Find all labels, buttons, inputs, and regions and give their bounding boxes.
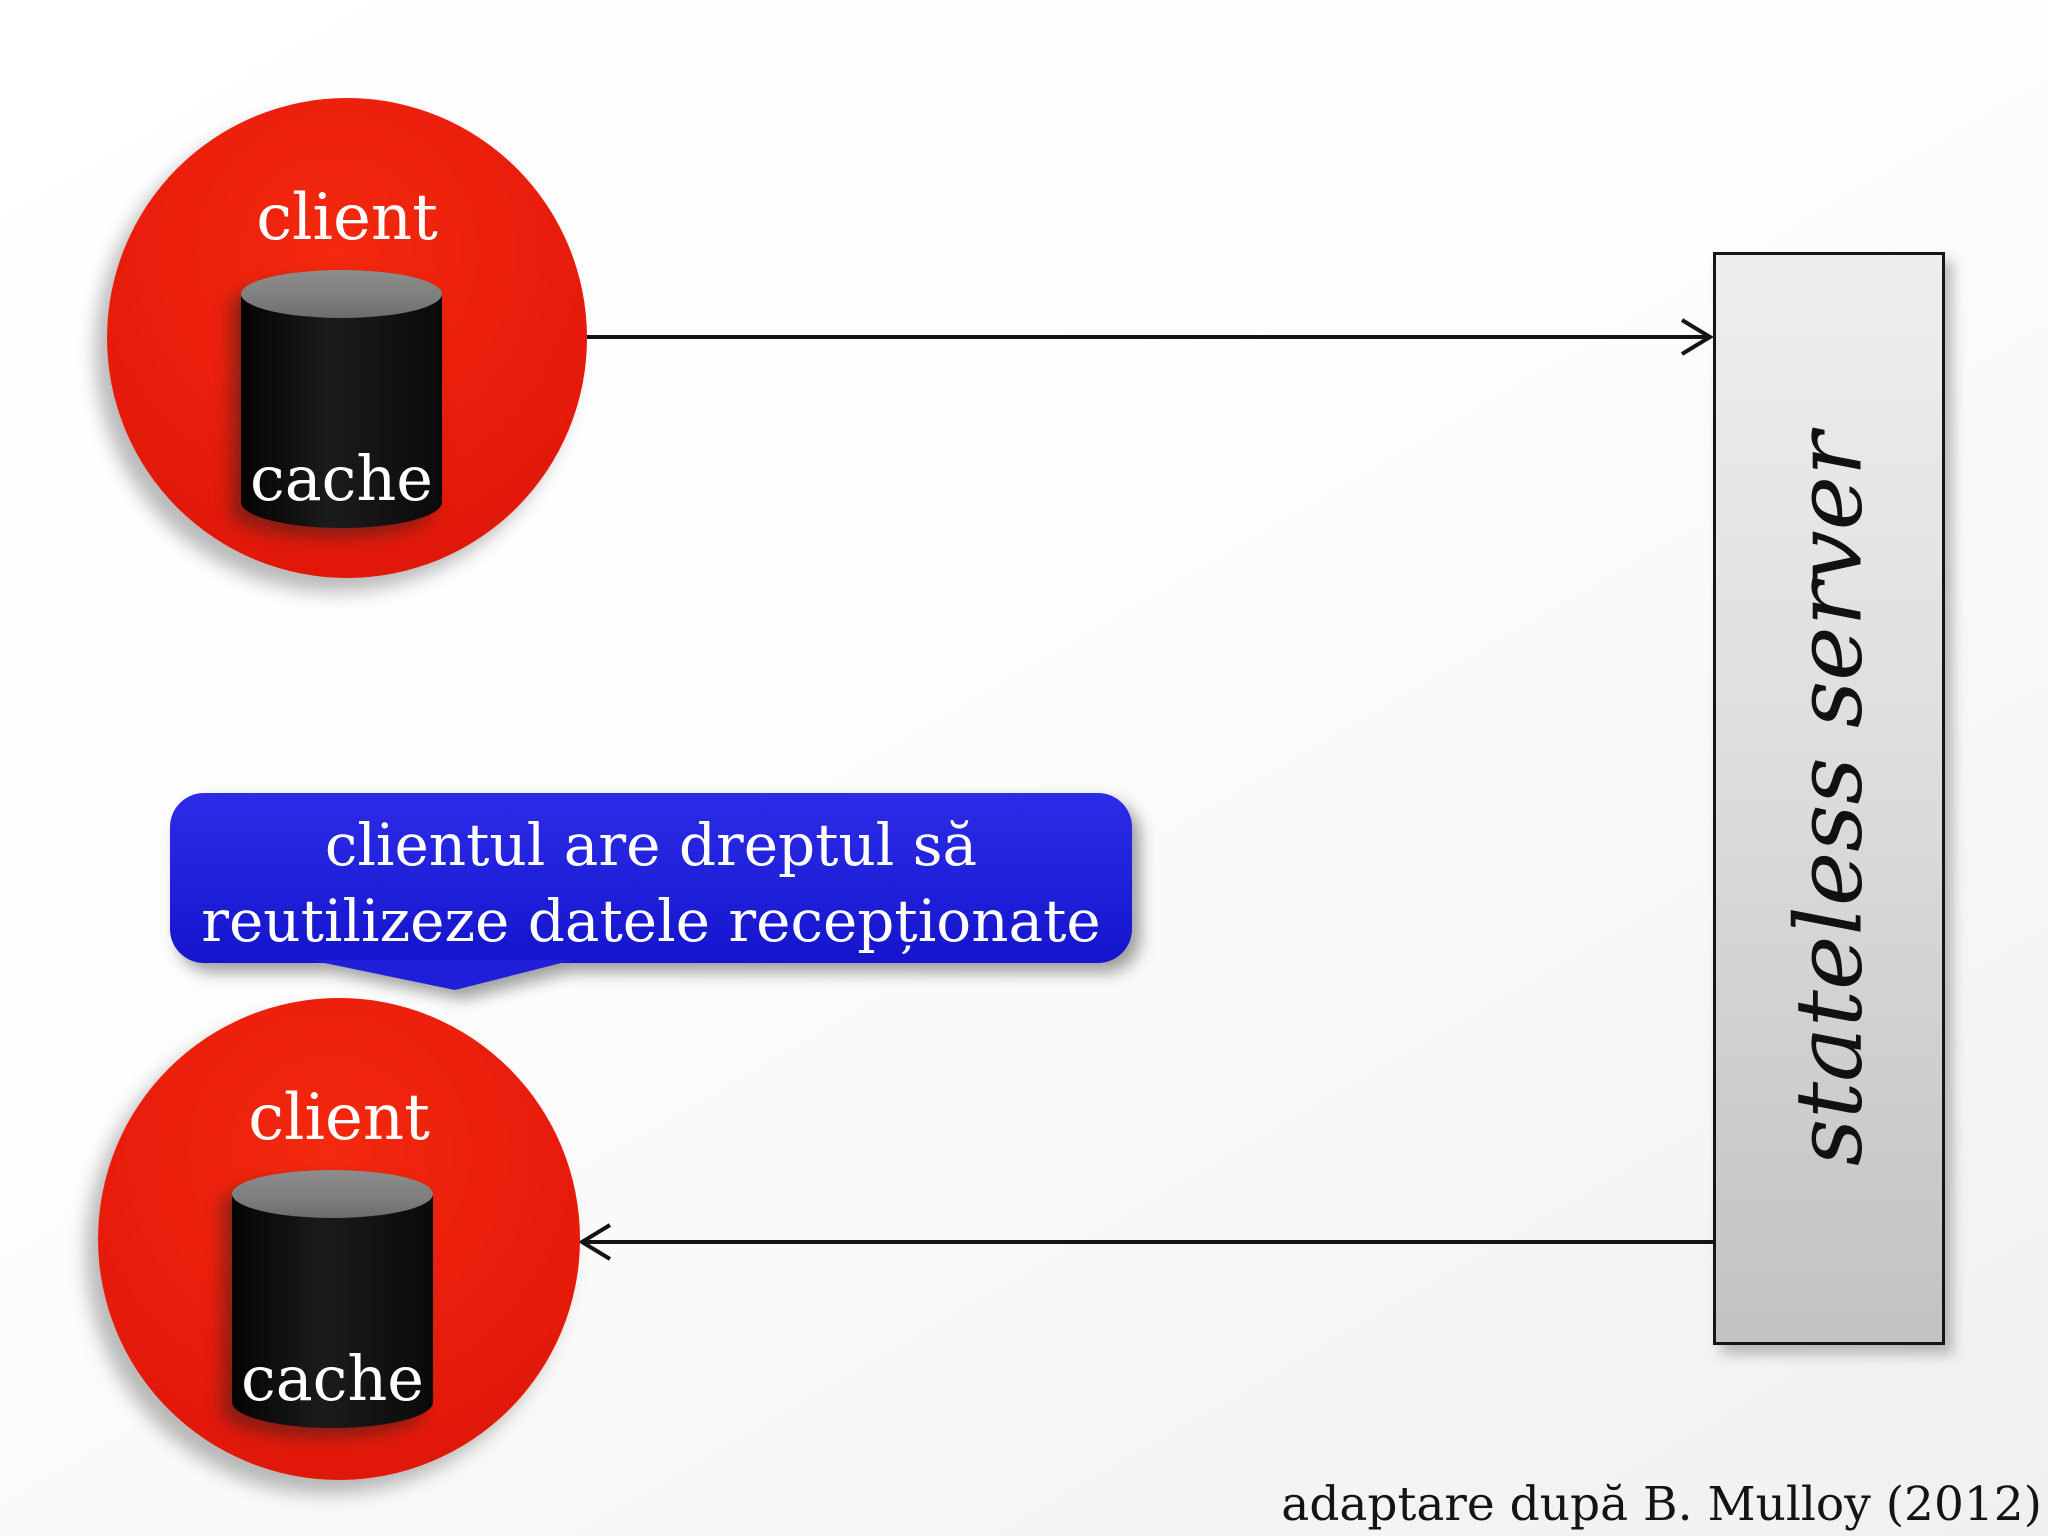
cache-cylinder-body: cache (232, 1194, 433, 1428)
cache-cylinder-top (232, 1170, 433, 1218)
cache-cylinder-body: cache (241, 294, 442, 528)
cache-database-icon: cache (232, 1170, 433, 1428)
cache-label: cache (240, 1342, 425, 1415)
callout-tail (310, 960, 573, 990)
request-arrow (583, 318, 1714, 356)
client-label: client (248, 1081, 430, 1155)
client-label: client (256, 181, 438, 255)
client-node-bottom: client cache (98, 998, 580, 1480)
cache-label: cache (249, 442, 434, 515)
server-label: stateless server (1775, 431, 1883, 1166)
cache-cylinder-top (241, 270, 442, 318)
callout-line-2: reutilizeze datele recepționate (201, 887, 1101, 955)
server-node: stateless server (1713, 252, 1945, 1345)
response-arrow (578, 1223, 1713, 1261)
citation-text: adaptare după B. Mulloy (2012) (1281, 1477, 2042, 1532)
client-node-top: client cache (107, 98, 587, 578)
cache-database-icon: cache (241, 270, 442, 528)
callout-bubble: clientul are dreptul să reutilizeze date… (170, 793, 1132, 990)
callout-text: clientul are dreptul să reutilizeze date… (170, 807, 1132, 959)
callout-line-1: clientul are dreptul să (324, 811, 978, 879)
